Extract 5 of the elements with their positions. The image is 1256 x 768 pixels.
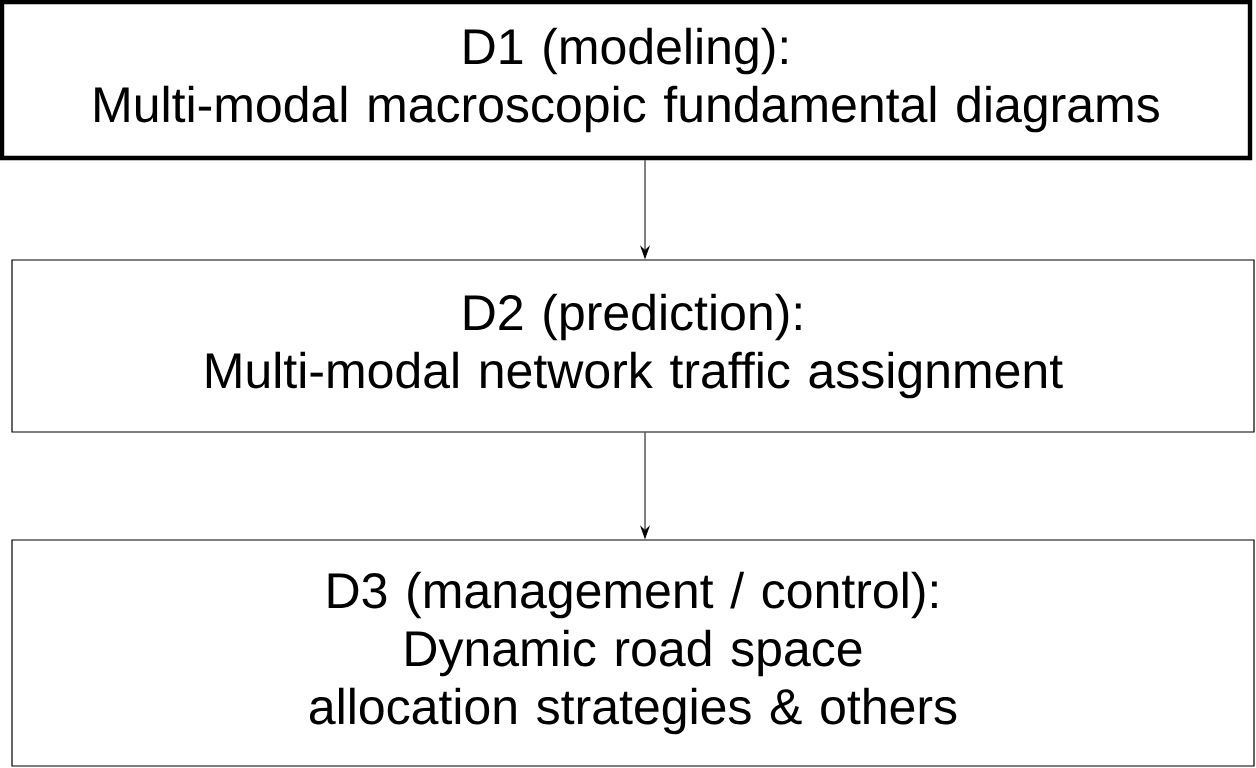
process-box: D1 (modeling): Multi-modal macroscopic fundamental diagrams: [0, 0, 1253, 161]
process-box: D2 (prediction): Multi-modal network traffic assignment: [11, 259, 1255, 433]
arrow: [640, 432, 650, 539]
process-box: D3 (management / control): Dynamic road space allocation strategies & others: [11, 539, 1255, 767]
arrow: [640, 159, 650, 259]
